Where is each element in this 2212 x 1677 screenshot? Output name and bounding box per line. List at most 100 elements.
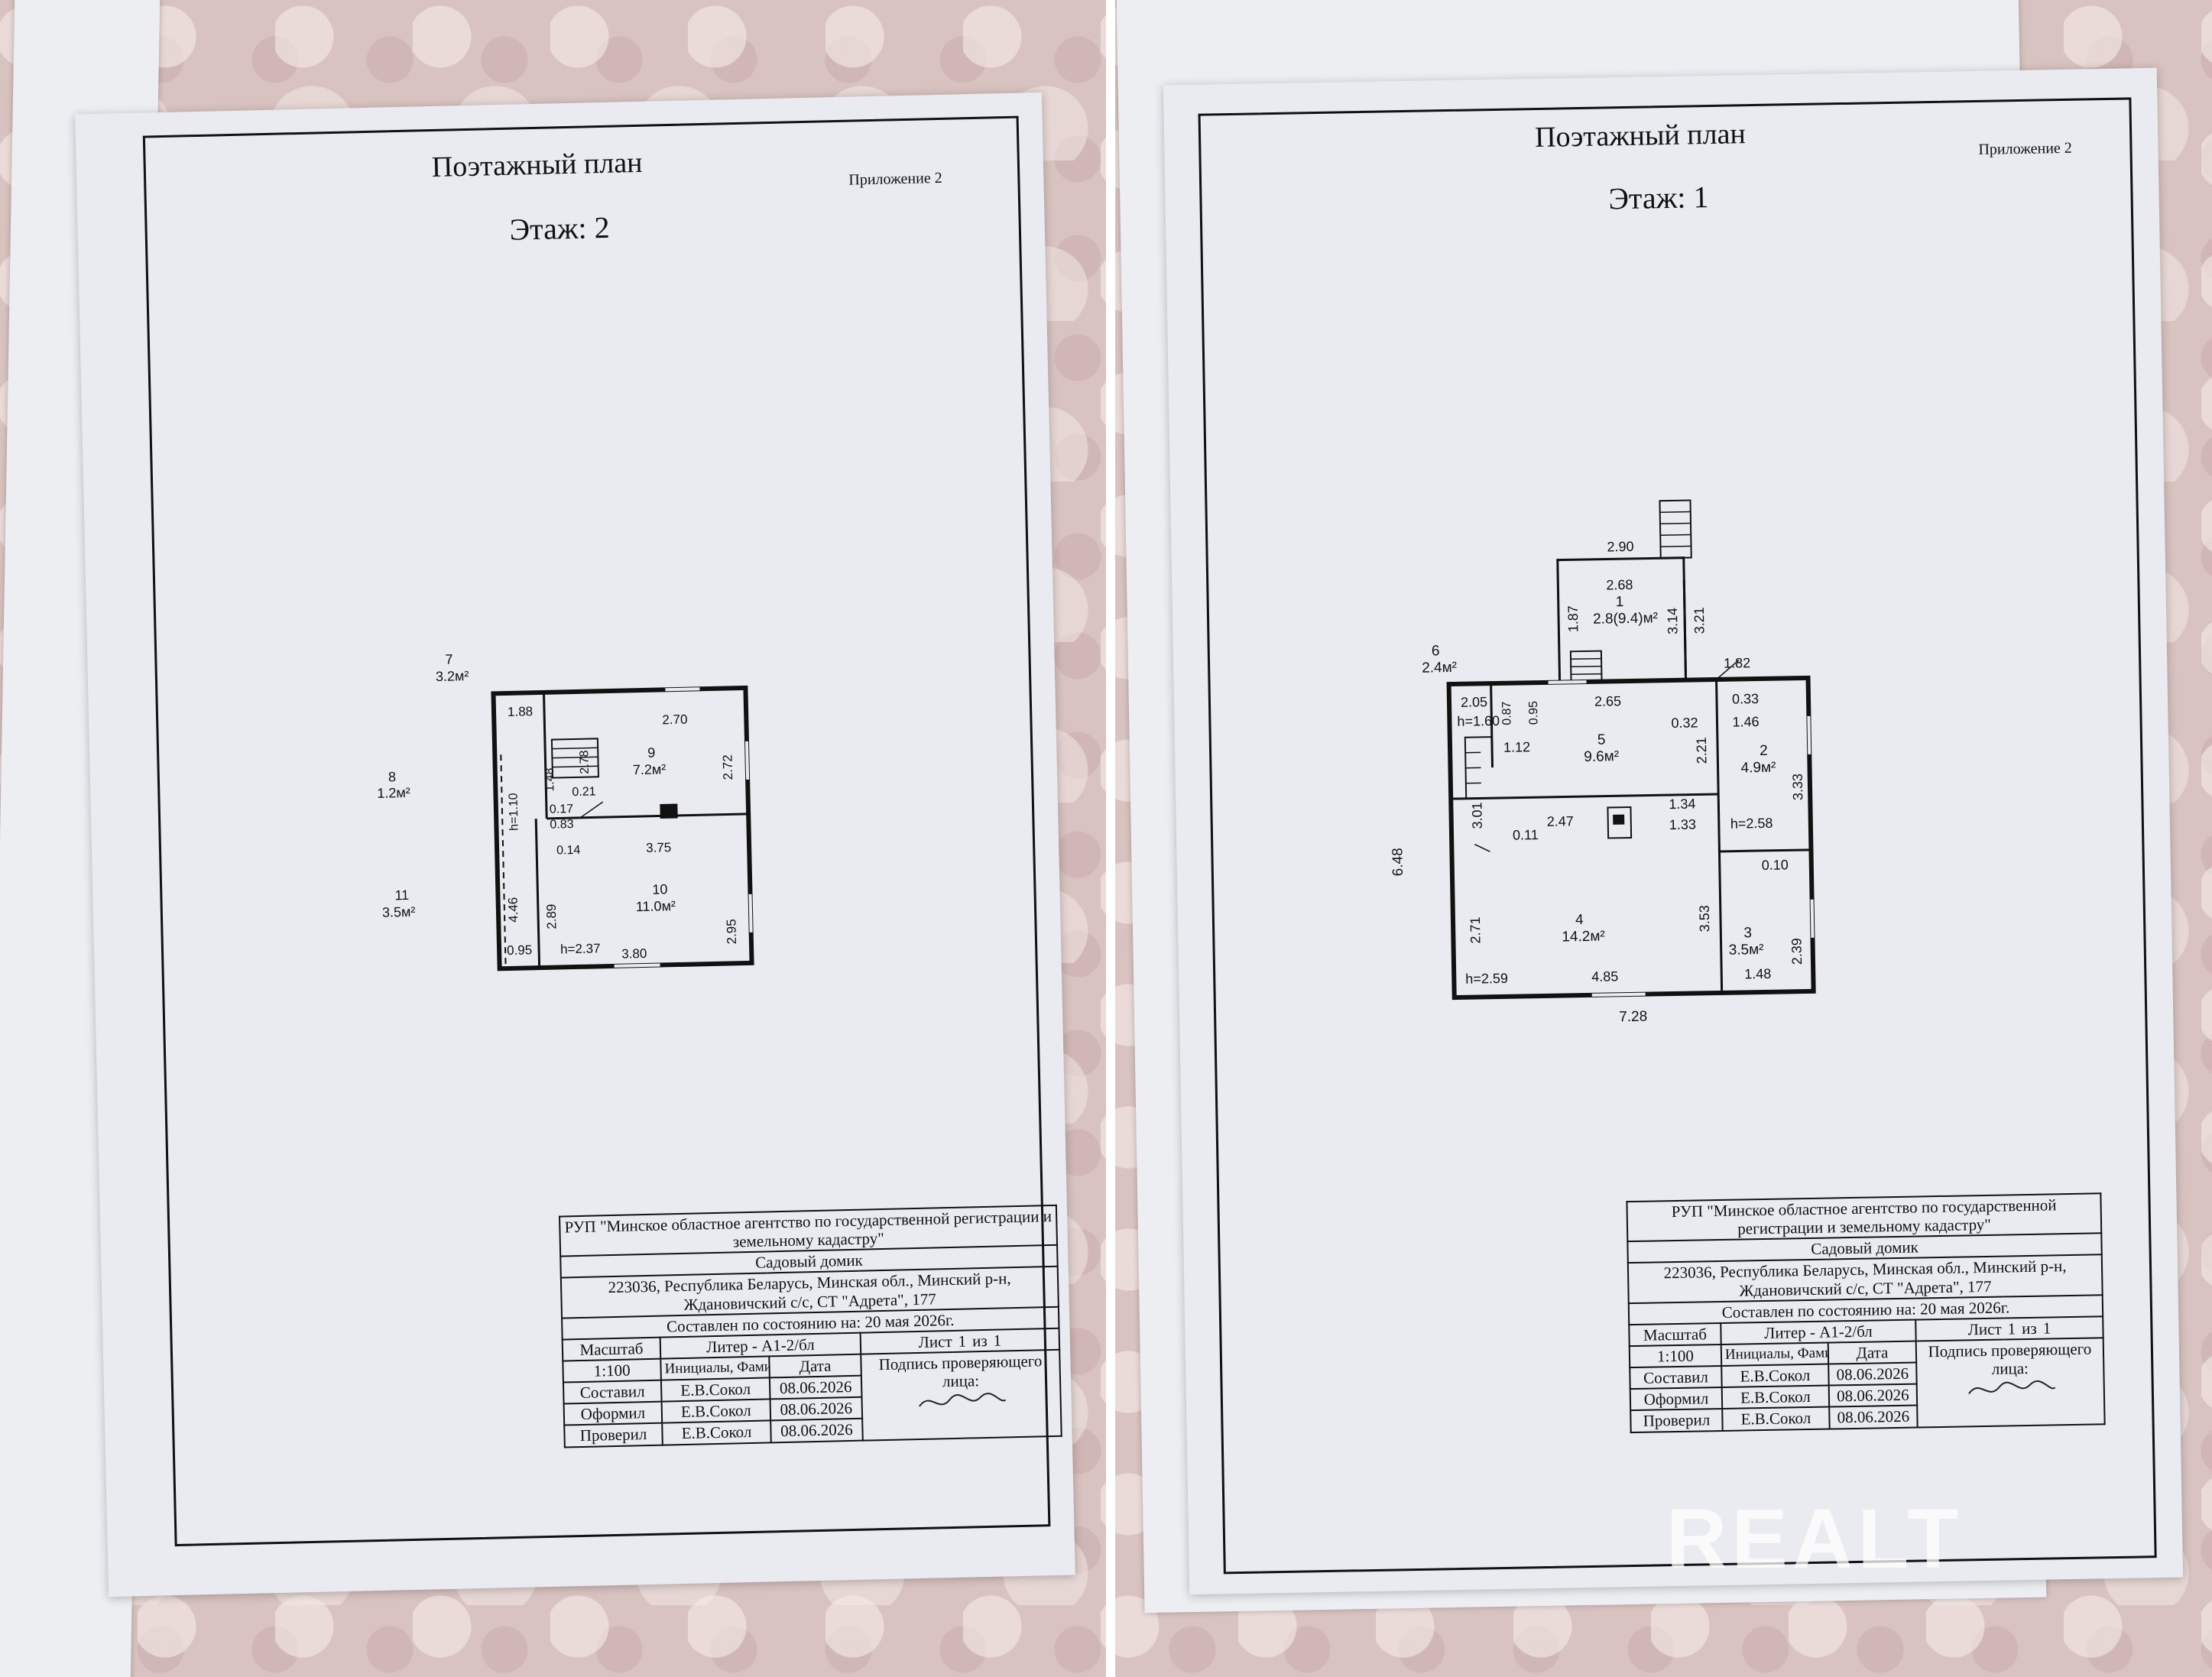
dimension-label: 1.88	[508, 704, 534, 719]
dimension-label: 2.68	[1606, 577, 1633, 593]
dimension-label: 1.82	[1724, 655, 1750, 671]
date-header: Дата	[1828, 1341, 1917, 1364]
room-area: 2.4м²	[1422, 660, 1457, 676]
door-swing	[1716, 659, 1740, 680]
room-number: 5	[1597, 732, 1606, 748]
scale-value: 1:100	[563, 1358, 661, 1383]
door-swing	[1474, 843, 1490, 852]
dimension-label: 4.46	[506, 897, 521, 923]
dimension-label: 0.14	[556, 844, 581, 858]
dimension-label: 2.90	[1607, 539, 1633, 555]
left-photo-panel: Поэтажный план Приложение 2 Этаж: 2	[0, 0, 1075, 1677]
dimension-label: 3.33	[1790, 774, 1806, 800]
signature-label: Подпись проверяющего лица:	[878, 1351, 1043, 1391]
sign-date: 08.06.2026	[770, 1419, 863, 1442]
room-number: 1	[1616, 594, 1624, 610]
dimension-label: 3.01	[1469, 802, 1485, 829]
page-title: Поэтажный план	[1534, 118, 1747, 154]
partition-wall	[534, 819, 541, 968]
dimension-label: 1.48	[543, 767, 557, 792]
dimension-label: 1.12	[1503, 739, 1530, 755]
room-number: 9	[647, 745, 655, 761]
dimension-label: h=2.59	[1465, 971, 1508, 987]
dimension-label: 1.46	[1732, 714, 1759, 730]
room-number: 11	[394, 887, 409, 903]
dimension-label: 0.33	[1732, 691, 1759, 707]
dimension-label: 2.72	[720, 754, 735, 780]
room-number: 2	[1760, 743, 1768, 759]
handwritten-signature	[1967, 1380, 2055, 1395]
chimney	[660, 803, 678, 819]
site-watermark: REALT	[1666, 1492, 1964, 1586]
dimension-label: 0.83	[550, 818, 574, 832]
dimension-label: 0.10	[1762, 857, 1789, 873]
sign-date: 08.06.2026	[1829, 1405, 1918, 1429]
entry-stairs	[1659, 499, 1692, 560]
dimension-label: 0.11	[1513, 827, 1539, 843]
dimension-label: 1.34	[1669, 796, 1695, 812]
dimension-label: 2.71	[1468, 916, 1484, 943]
dimension-label: 3.53	[1697, 905, 1713, 932]
dimension-label: 0.17	[550, 803, 574, 816]
dimension-label: 3.14	[1665, 608, 1681, 634]
sign-date: 08.06.2026	[770, 1396, 863, 1421]
room-area: 3.5м²	[1729, 942, 1764, 959]
window	[1591, 992, 1646, 997]
partition-wall	[1451, 793, 1719, 800]
sign-date: 08.06.2026	[1828, 1383, 1918, 1407]
signature-label: Подпись проверяющего лица:	[1928, 1339, 2092, 1378]
dimension-label: 2.47	[1547, 813, 1574, 829]
signature-cell: Подпись проверяющего лица:	[861, 1349, 1062, 1441]
interior-stairs	[1464, 736, 1492, 799]
dimension-label: 1.87	[1565, 605, 1581, 632]
dimension-label: 1.48	[1744, 966, 1771, 982]
room-area: 1.2м²	[377, 785, 410, 801]
dimension-label: 0.32	[1671, 715, 1698, 731]
room-area: 3.5м²	[382, 904, 416, 920]
person-name: Е.В.Сокол	[1721, 1385, 1830, 1409]
person-name: Е.В.Сокол	[1721, 1364, 1829, 1388]
dimension-label: 2.21	[1694, 737, 1710, 764]
scale-label: Масштаб	[562, 1337, 661, 1361]
partition-wall	[1715, 679, 1724, 993]
dimension-label: 7.28	[1619, 1009, 1647, 1026]
dimension-label: 2.39	[1789, 938, 1805, 965]
window	[614, 963, 660, 968]
window	[1548, 680, 1587, 684]
partition-wall	[1490, 683, 1494, 768]
dimension-label: 3.21	[1691, 607, 1708, 634]
title-block-stamp: РУП "Минское областное агентство по госу…	[1626, 1192, 2105, 1432]
dimension-label: 6.48	[1390, 848, 1406, 876]
role-label: Составил	[563, 1380, 662, 1404]
stove	[1607, 806, 1633, 839]
floor-plan-sheet: Поэтажный план Приложение 2 Этаж: 1	[1163, 67, 2184, 1595]
dimension-label: h=1.60	[1457, 713, 1500, 729]
dimension-label: 2.95	[724, 919, 739, 945]
appendix-label: Приложение 2	[848, 169, 942, 189]
right-photo-panel: Поэтажный план Приложение 2 Этаж: 1	[1115, 0, 2212, 1677]
dimension-label: 2.89	[544, 903, 559, 929]
partition-wall	[547, 813, 749, 820]
person-name: Е.В.Сокол	[661, 1399, 771, 1424]
roof-slope-line	[500, 754, 507, 969]
window	[1807, 715, 1811, 754]
appendix-label: Приложение 2	[1978, 139, 2073, 158]
door-swing	[579, 801, 604, 819]
role-label: Проверил	[564, 1423, 663, 1448]
handwritten-signature	[918, 1393, 1007, 1407]
dimension-label: h=2.58	[1730, 816, 1773, 832]
role-label: Оформил	[1630, 1387, 1723, 1411]
scale-value: 1:100	[1629, 1344, 1722, 1368]
dimension-label: 2.78	[578, 750, 592, 774]
liter-label: Литер - А1-2/бл	[1721, 1319, 1916, 1345]
dimension-label: 1.33	[1669, 816, 1696, 832]
room-area: 3.2м²	[436, 668, 469, 684]
role-label: Оформил	[563, 1401, 663, 1426]
room-number: 8	[388, 769, 396, 784]
room-area: 2.8(9.4)м²	[1593, 610, 1658, 627]
dimension-label: 2.05	[1461, 694, 1487, 710]
room-area: 14.2м²	[1562, 929, 1605, 946]
scale-label: Масштаб	[1629, 1322, 1721, 1347]
window	[744, 741, 750, 780]
photo-divider	[1106, 0, 1115, 1677]
